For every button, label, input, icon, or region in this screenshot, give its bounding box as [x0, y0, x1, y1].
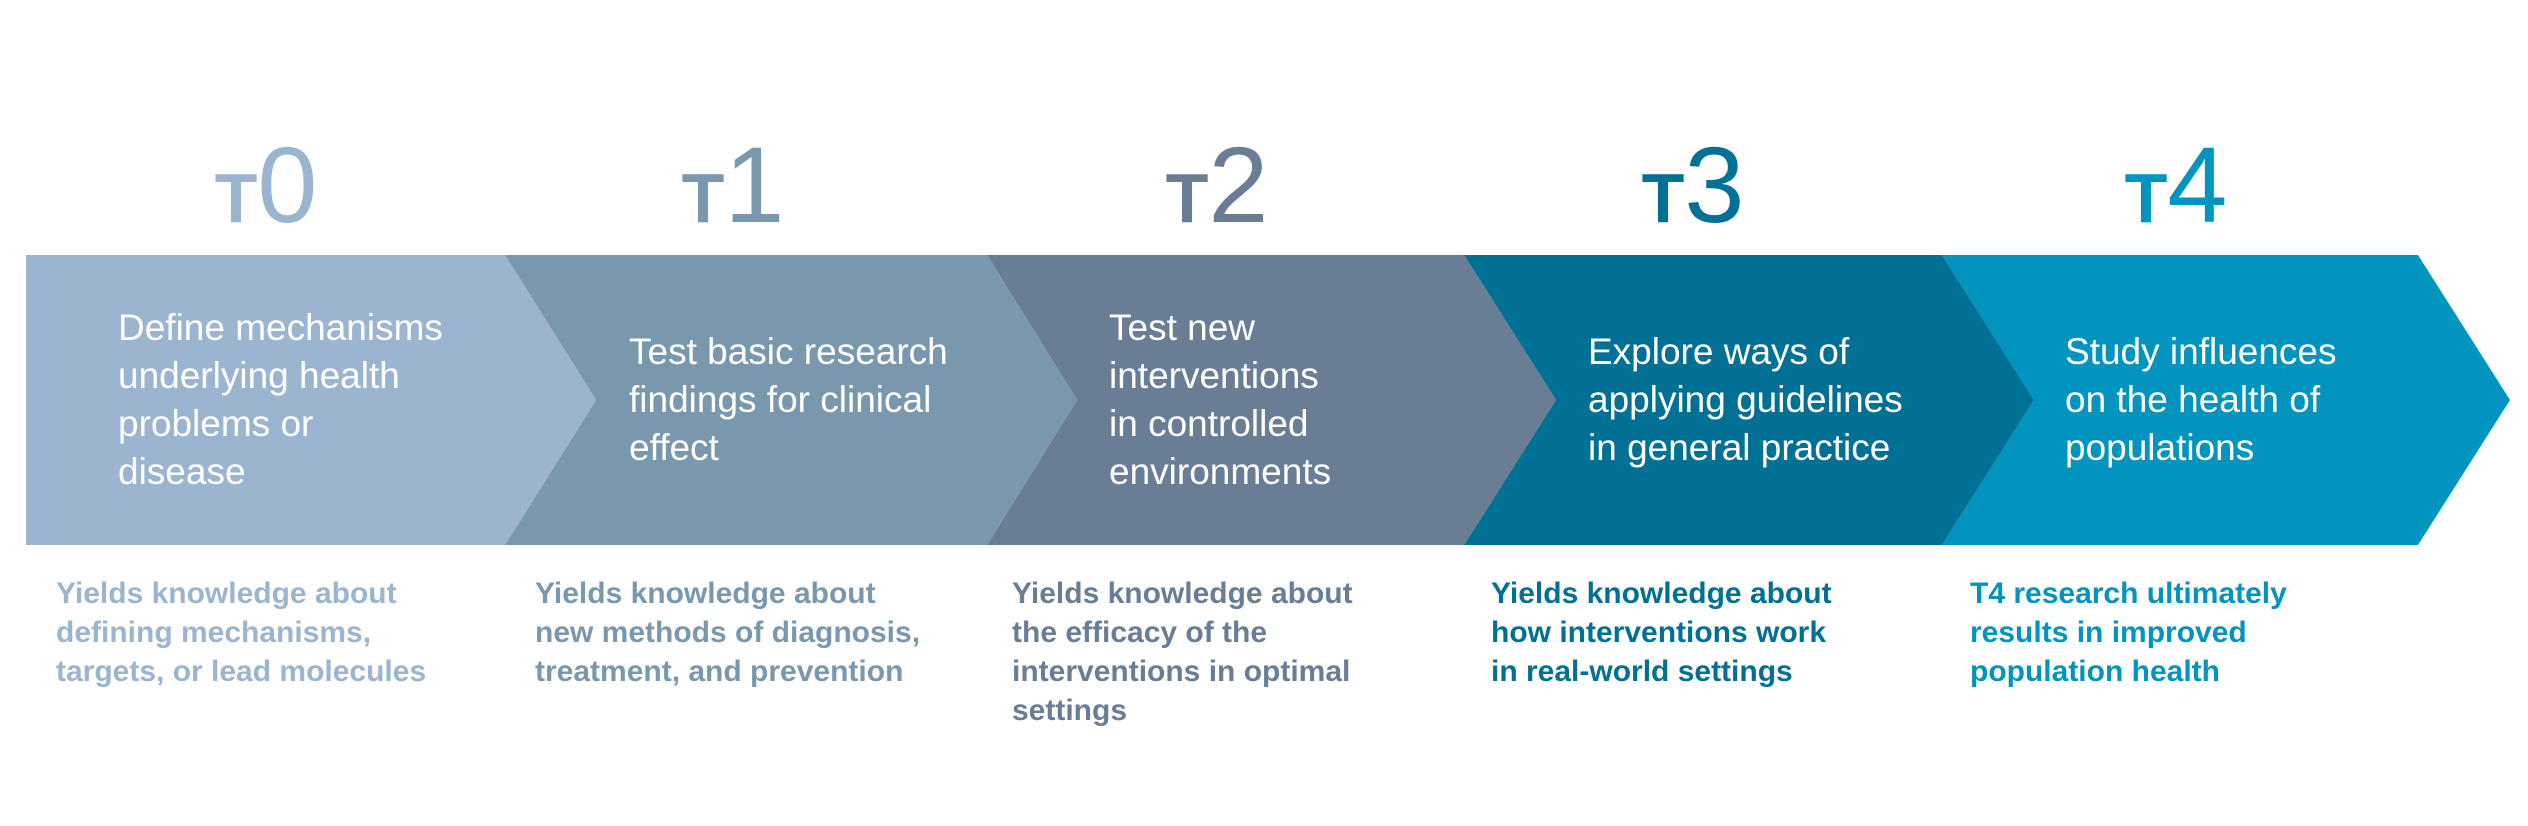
description-line: problems or	[118, 403, 314, 444]
yield-line: treatment, and prevention	[535, 655, 904, 688]
stage-yield-t0: Yields knowledge about defining mechanis…	[56, 574, 426, 691]
yield-line: targets, or lead molecules	[56, 655, 427, 688]
description-line: applying guidelines	[1588, 379, 1903, 420]
yield-line: Yields knowledge about	[1012, 577, 1353, 610]
description-line: interventions	[1109, 355, 1319, 396]
yield-line: how interventions work	[1491, 616, 1827, 649]
yield-line: in real-world settings	[1491, 655, 1793, 688]
stage-label-t1: T1	[583, 120, 883, 263]
stage-yield-t4: T4 research ultimately results in improv…	[1970, 574, 2287, 691]
yield-line: population health	[1970, 655, 2220, 688]
stage-label-t2: T2	[1067, 120, 1367, 263]
stage-number: 1	[724, 124, 785, 245]
description-line: disease	[118, 451, 246, 492]
segment-t1	[505, 255, 1077, 545]
stage-description-t3: Explore ways of applying guidelines in g…	[1588, 255, 1903, 545]
stage-number: 2	[1208, 124, 1269, 245]
yield-line: results in improved	[1970, 616, 2247, 649]
stage-prefix: T	[2124, 159, 2168, 237]
description-line: in general practice	[1588, 427, 1891, 468]
description-line: Test new	[1109, 307, 1256, 348]
description-line: Test basic research	[629, 331, 948, 372]
yield-line: interventions in optimal	[1012, 655, 1351, 688]
stage-description-t0: Define mechanisms underlying health prob…	[118, 255, 443, 545]
stage-number: 4	[2167, 124, 2228, 245]
stage-prefix: T	[214, 159, 258, 237]
yield-line: settings	[1012, 694, 1128, 727]
description-line: in controlled	[1109, 403, 1309, 444]
yield-line: defining mechanisms,	[56, 616, 372, 649]
yield-line: new methods of diagnosis,	[535, 616, 921, 649]
stage-yield-t1: Yields knowledge about new methods of di…	[535, 574, 920, 691]
description-line: environments	[1109, 451, 1332, 492]
description-line: Explore ways of	[1588, 331, 1850, 372]
yield-line: Yields knowledge about	[56, 577, 397, 610]
description-line: on the health of	[2065, 379, 2321, 420]
description-line: findings for clinical	[629, 379, 932, 420]
stage-prefix: T	[681, 159, 725, 237]
segment-t3	[1464, 255, 2034, 545]
stage-yield-t3: Yields knowledge about how interventions…	[1491, 574, 1832, 691]
stage-label-t4: T4	[2026, 120, 2326, 263]
segment-t2	[987, 255, 1556, 545]
yield-line: Yields knowledge about	[1491, 577, 1832, 610]
stage-number: 0	[257, 124, 318, 245]
stage-description-t2: Test new interventions in controlled env…	[1109, 255, 1331, 545]
stage-label-t3: T3	[1543, 120, 1843, 263]
description-line: Study influences	[2065, 331, 2337, 372]
description-line: populations	[2065, 427, 2255, 468]
stage-number: 3	[1684, 124, 1745, 245]
stage-yield-t2: Yields knowledge about the efficacy of t…	[1012, 574, 1353, 730]
stage-label-t0: T0	[116, 120, 416, 263]
stage-description-t1: Test basic research findings for clinica…	[629, 255, 948, 545]
stage-description-t4: Study influences on the health of popula…	[2065, 255, 2337, 545]
stage-prefix: T	[1165, 159, 1209, 237]
stage-prefix: T	[1641, 159, 1685, 237]
description-line: effect	[629, 427, 719, 468]
yield-line: T4 research ultimately	[1970, 577, 2287, 610]
description-line: Define mechanisms	[118, 307, 443, 348]
segment-t0	[26, 255, 596, 545]
yield-line: Yields knowledge about	[535, 577, 876, 610]
description-line: underlying health	[118, 355, 400, 396]
yield-line: the efficacy of the	[1012, 616, 1268, 649]
segment-t4	[1942, 255, 2510, 545]
